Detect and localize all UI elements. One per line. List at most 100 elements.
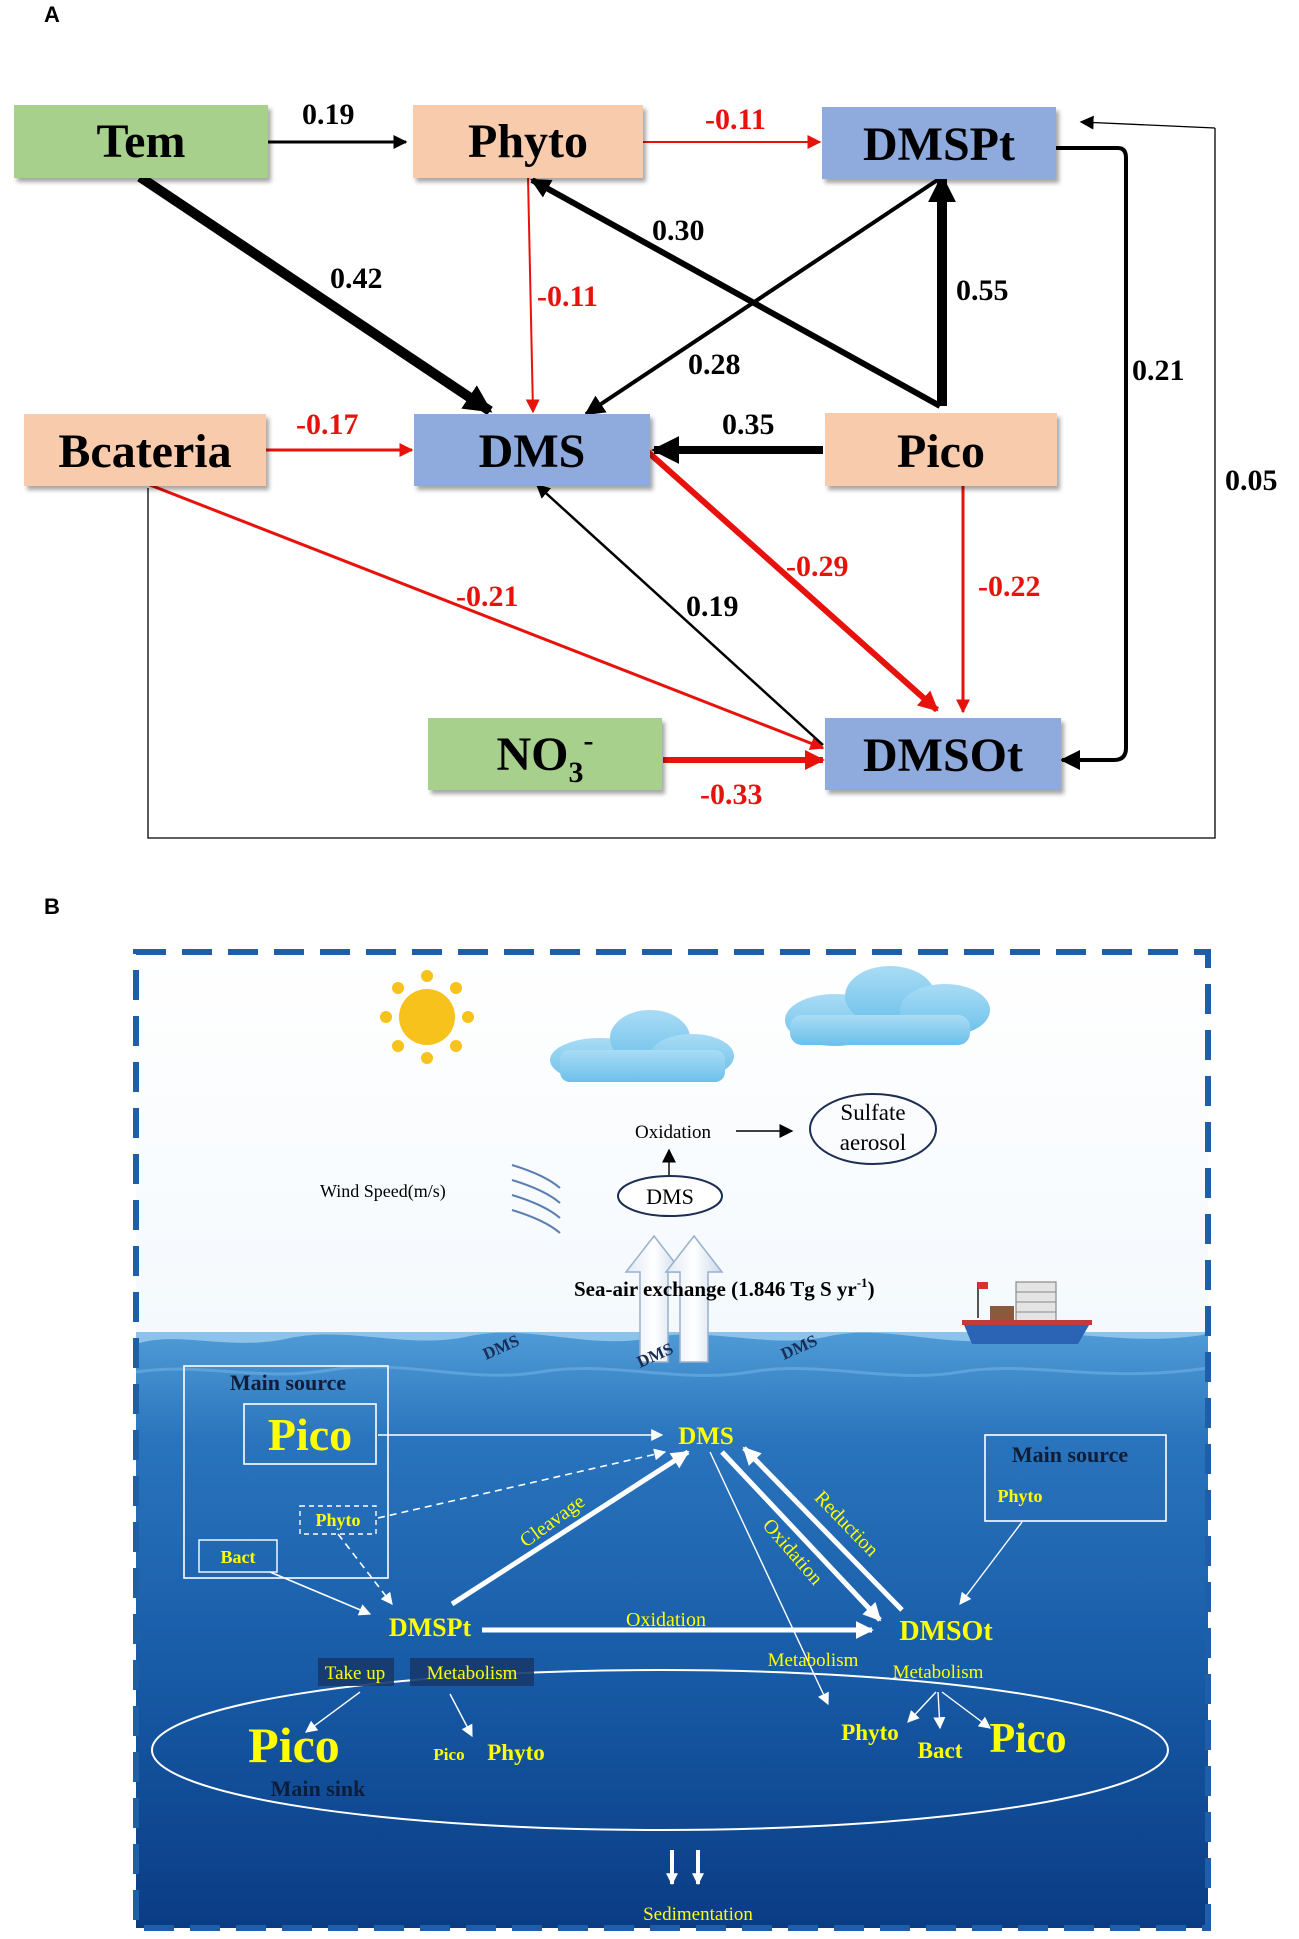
node-dms-label: DMS — [479, 425, 586, 478]
node-dmsot: DMSOt — [825, 718, 1061, 790]
coef-bact-dms: -0.17 — [296, 408, 359, 441]
coef-pico-dmsot: -0.22 — [978, 570, 1041, 603]
edge-dmsot-dms-reduction — [742, 1446, 904, 1612]
edge-phyto-dms-water — [377, 1448, 667, 1519]
edge-loop-to-dmspt — [1079, 115, 1216, 130]
node-tem-label: Tem — [97, 115, 186, 168]
phyto-right-label: Phyto — [998, 1486, 1043, 1506]
edge-phyto-dmspt-water — [337, 1533, 393, 1605]
node-dmspt-label: DMSPt — [863, 118, 1015, 171]
sea-air-arrow-right — [664, 1234, 724, 1363]
coef-dms-dmsot: -0.29 — [786, 550, 849, 583]
edge-phyto-dms — [525, 176, 540, 414]
wind-icon — [511, 1164, 561, 1234]
coef-pico-dms: 0.35 — [722, 408, 775, 441]
node-dmspt: DMSPt — [822, 107, 1056, 179]
sea-wave-line — [135, 1365, 1209, 1377]
dmspt-water-label: DMSPt — [389, 1613, 472, 1642]
edge-dms-dmsot — [646, 449, 939, 713]
panel-a: A Tem Phyto DMSPt — [14, 2, 1278, 839]
bact-source-box — [198, 1539, 278, 1573]
node-pico: Pico — [825, 413, 1057, 486]
edge-pico-phyto — [530, 177, 942, 409]
edge-metabolism-phyto — [449, 1693, 473, 1738]
edge-bact-dmsot — [149, 483, 825, 750]
coef-phyto-dms: -0.11 — [537, 280, 598, 313]
node-no3: NO3- — [428, 718, 662, 790]
main-source-right-box — [984, 1434, 1167, 1522]
sea-air-exchange-label: Sea-air exchange (1.846 Tg S yr-1) — [574, 1275, 875, 1301]
metabolism-left-bg — [410, 1658, 534, 1686]
edge-dms-dmsot-oxidation — [720, 1450, 882, 1622]
phyto-sink-label: Phyto — [487, 1740, 545, 1765]
edge-bact-dmspt-water — [269, 1571, 372, 1616]
sea-air-arrow-left — [624, 1234, 684, 1363]
coef-dmspt-dmsot: 0.21 — [1132, 354, 1185, 387]
coef-dmsot-dms: 0.19 — [686, 590, 739, 623]
coef-tem-phyto: 0.19 — [302, 98, 355, 131]
bact-sink-label: Bact — [918, 1738, 963, 1763]
edge-dmspt-dms — [584, 175, 944, 416]
pico-sink-big-label: Pico — [248, 1717, 340, 1773]
take-up-bg — [318, 1658, 394, 1686]
coef-loop: 0.05 — [1225, 464, 1278, 497]
node-phyto: Phyto — [413, 105, 643, 178]
take-up-label: Take up — [325, 1663, 385, 1684]
dms-air-label: DMS — [646, 1184, 694, 1209]
panel-b-dashed-frame — [133, 949, 1211, 1931]
coef-pico-dmspt: 0.55 — [956, 274, 1009, 307]
main-source-left-label: Main source — [230, 1370, 347, 1395]
sulfate-aerosol-ellipse — [809, 1093, 937, 1165]
dms-air-ellipse — [617, 1175, 723, 1217]
edge-dmsot-dms — [535, 484, 824, 746]
node-bcateria: Bcateria — [24, 414, 266, 486]
panel-a-label: A — [44, 2, 60, 27]
oxidation-horiz-label: Oxidation — [626, 1609, 706, 1631]
metabolism-mid-label: Metabolism — [768, 1650, 859, 1671]
sun-icon — [380, 970, 474, 1064]
edge-dmspt-dms-cleavage — [450, 1449, 690, 1607]
edge-phyto-dmsot-water — [959, 1521, 1023, 1605]
sedimentation-label: Sedimentation — [643, 1904, 753, 1925]
outer-frame-line — [147, 128, 1216, 839]
phyto-source-label: Phyto — [316, 1510, 361, 1530]
main-source-right-label: Main source — [1012, 1442, 1129, 1467]
sea-wave-crest — [136, 1332, 1208, 1344]
sulfate-line1: Sulfate — [840, 1100, 905, 1125]
node-dmsot-label: DMSOt — [863, 729, 1023, 782]
node-phyto-label: Phyto — [468, 115, 588, 168]
dms-water-label: DMS — [678, 1423, 734, 1450]
coef-phyto-dmspt: -0.11 — [705, 103, 766, 136]
main-sink-ellipse — [151, 1669, 1169, 1831]
cloud-icon — [550, 1010, 734, 1082]
panel-b: B Oxidation — [44, 894, 1211, 1931]
coef-tem-dms: 0.42 — [330, 262, 383, 295]
dmsot-water-label: DMSOt — [899, 1616, 993, 1647]
edge-metabolism-bact — [933, 1691, 946, 1730]
coef-pico-phyto: 0.30 — [652, 214, 705, 247]
edge-takeup-pico — [305, 1691, 361, 1733]
pico-sink-right-label: Pico — [990, 1716, 1067, 1762]
edge-metabolism-phyto-right — [907, 1691, 937, 1723]
pico-small-label: Pico — [433, 1745, 464, 1764]
atm-oxidation-label: Oxidation — [635, 1122, 711, 1143]
sulfate-line2: aerosol — [840, 1130, 906, 1155]
node-dms: DMS — [414, 414, 650, 486]
ship-icon — [962, 1281, 1092, 1344]
metabolism-left-label: Metabolism — [427, 1663, 518, 1684]
node-no3-label: NO3- — [497, 724, 594, 789]
pico-source-label: Pico — [268, 1409, 352, 1460]
edge-tem-dms — [137, 172, 493, 416]
edge-metabolism-pico — [941, 1691, 991, 1729]
main-sink-label: Main sink — [271, 1776, 367, 1801]
coef-bact-dmsot: -0.21 — [456, 580, 519, 613]
pico-source-box — [243, 1403, 377, 1465]
bact-source-label: Bact — [221, 1547, 256, 1567]
phyto-source-box — [299, 1505, 377, 1535]
cloud-icon — [785, 966, 990, 1046]
panel-b-label: B — [44, 894, 60, 919]
phyto-sink-right-label: Phyto — [841, 1720, 899, 1745]
node-tem: Tem — [14, 105, 268, 178]
edge-dmspt-dmsot — [1055, 146, 1128, 770]
